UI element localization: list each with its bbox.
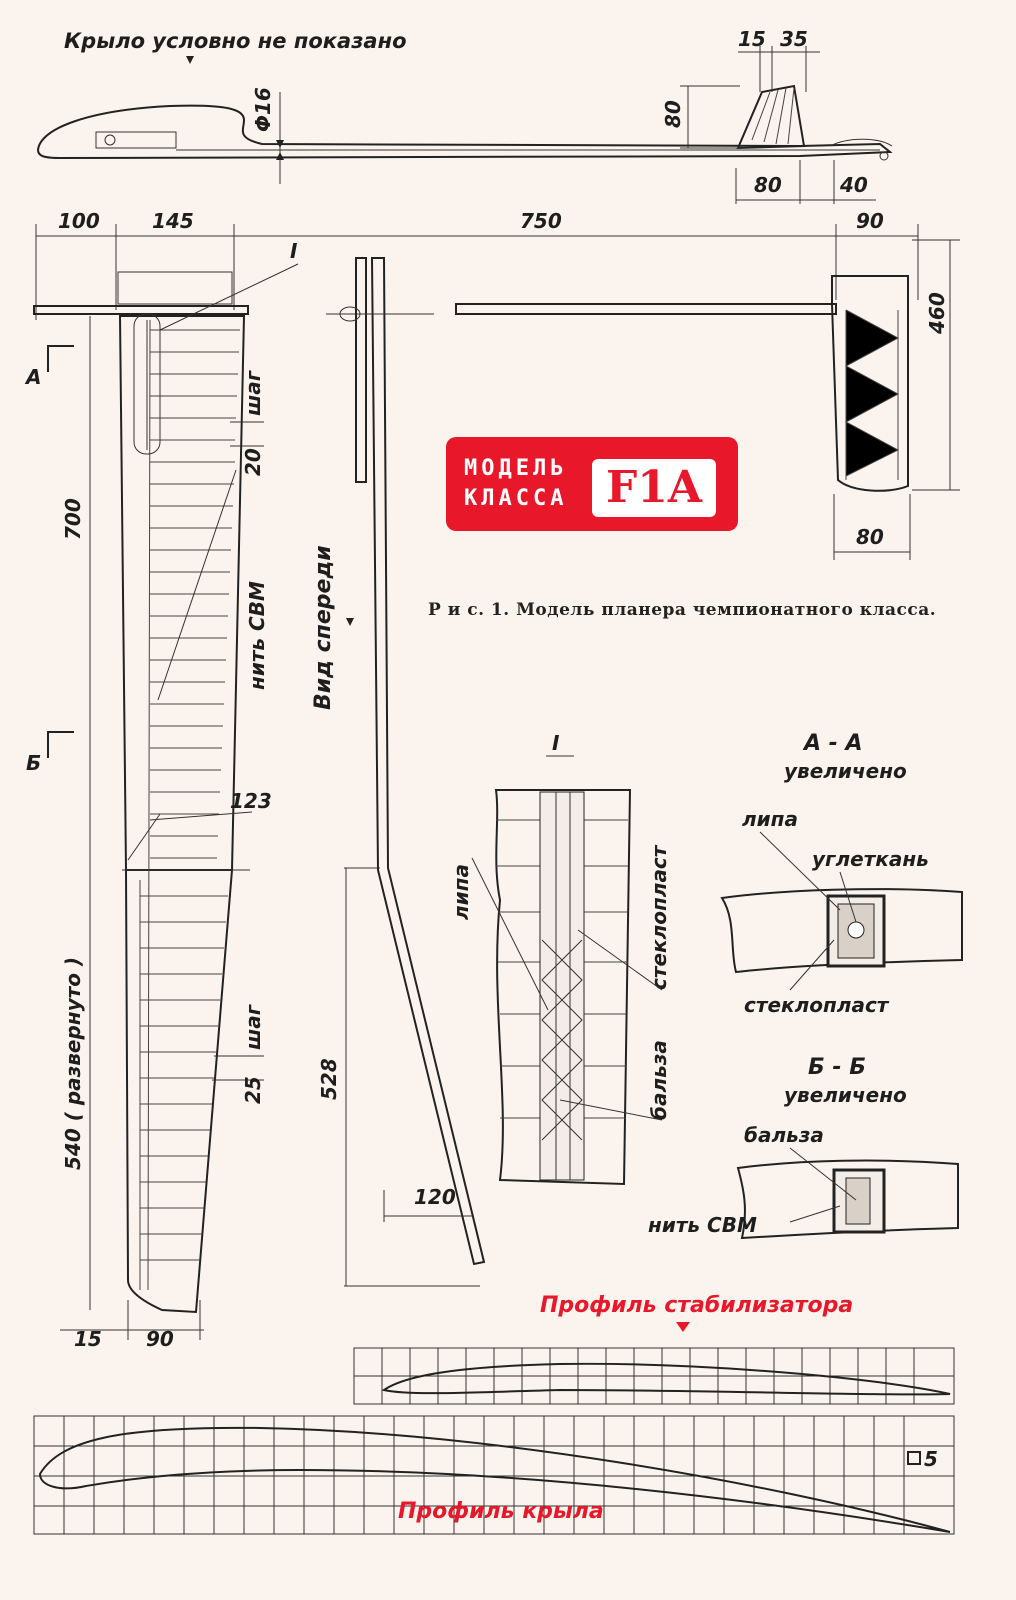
dim-15: 15 [738,27,766,51]
dim-80-stab: 80 [856,525,884,549]
dim-528: 528 [317,1058,341,1100]
badge-line-1: МОДЕЛЬ [464,456,568,481]
dim-90-top: 90 [856,209,884,233]
top-dimension-row: 100 145 750 90 [35,209,919,320]
detail-i: I липа стеклопласт бальза [449,731,671,1186]
dim-25: 25 [241,1076,265,1104]
dim-700: 700 [61,498,85,540]
badge-line-2: КЛАССА [464,486,568,511]
dim-20: 20 [241,448,265,476]
section-aa: А - А увеличено липа углеткань стеклопла… [720,731,963,1017]
balsa-label-2: бальза [744,1123,824,1147]
stab-profile: Профиль стабилизатора [353,1293,955,1405]
section-bb: Б - Б увеличено бальза нить СВМ [648,1055,959,1240]
bb-title: Б - Б [808,1055,866,1080]
dim-35: 35 [780,27,808,51]
balsa-label-1: бальза [647,1040,671,1120]
stab-profile-label: Профиль стабилизатора [540,1293,853,1318]
wing-profile-label: Профиль крыла [398,1499,604,1524]
step-label-1: шаг [241,370,265,416]
top-note: Крыло условно не показано [64,29,407,53]
step-label-2: шаг [241,1004,265,1050]
stekloplast-label-1: стеклопласт [647,844,671,990]
front-view: Вид спереди 528 120 [311,257,486,1287]
figure-caption: Р и с. 1. Модель планера чемпионатного к… [428,600,937,620]
bb-subtitle: увеличено [784,1083,907,1107]
section-a-label: А [24,365,41,389]
thread-label: нить СВМ [245,581,269,690]
section-b-label: Б [26,751,41,775]
dim-120: 120 [414,1185,456,1209]
aa-title: А - А [802,731,863,756]
wing-profile: 5 Профиль крыла [33,1415,955,1535]
detail-i-title: I [552,731,560,755]
arrow-down-icon [346,618,354,626]
wing-plan-view: I А Б 700 540 ( развернуто ) шаг 20 нить… [24,239,299,1351]
dim-80-fin: 80 [661,100,685,128]
dim-145: 145 [152,209,194,233]
dim-40: 40 [839,173,868,197]
arrow-down-icon [186,56,194,64]
dim-80-bottom: 80 [754,173,782,197]
lipa-label-2: липа [742,807,798,831]
dim-750: 750 [520,209,562,233]
ugletkan-label: углеткань [812,847,929,871]
arrow-down-icon [676,1322,690,1332]
grid-scale-box [907,1451,921,1465]
dim-540: 540 ( развернуто ) [61,957,85,1170]
front-view-label: Вид спереди [311,545,336,710]
detail-mark-i: I [290,239,298,263]
thread-label-2: нить СВМ [648,1213,757,1237]
badge-class-box: F1A [592,459,716,517]
dim-460: 460 [925,292,949,335]
grid-scale-value: 5 [924,1447,938,1471]
wing-ribs [139,319,240,1291]
aa-subtitle: увеличено [784,759,907,783]
dim-15-bottom: 15 [74,1327,102,1351]
badge-class: F1A [606,462,702,513]
lipa-label-1: липа [449,864,473,920]
dim-90-bottom: 90 [146,1327,174,1351]
dim-100: 100 [58,209,100,233]
fuselage-side-view: Крыло условно не показано Φ16 80 15 35 8… [36,27,893,204]
stekloplast-label-2: стеклопласт [744,993,890,1017]
stabilizer-plan-view: 460 80 [455,239,960,560]
dim-123: 123 [230,789,272,813]
dim-fi16: Φ16 [251,87,275,132]
model-class-badge: МОДЕЛЬ КЛАССА F1A [446,437,738,531]
